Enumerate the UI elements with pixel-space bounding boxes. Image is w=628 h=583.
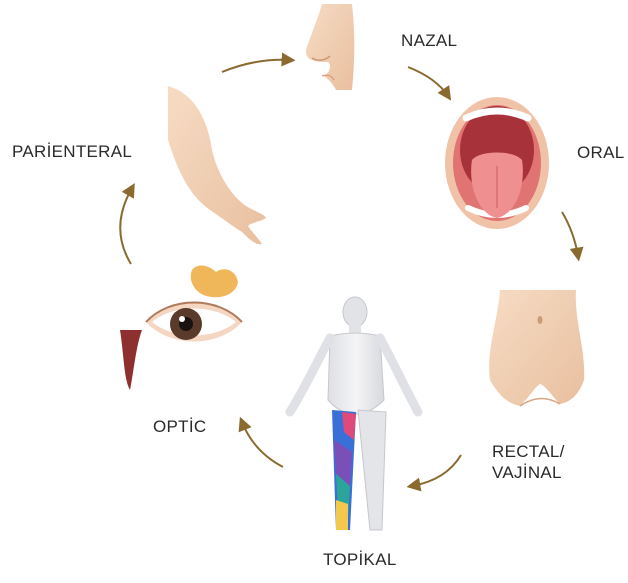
label-rectal-line2: VAJİNAL [492, 462, 565, 483]
label-parienteral: PARİENTERAL [12, 141, 132, 162]
label-rectal-line1: RECTAL/ [492, 441, 565, 462]
label-nazal: NAZAL [401, 30, 457, 51]
arrow-oral-to-rectal [562, 212, 578, 256]
arrow-parienteral-to-nazal [222, 60, 290, 72]
label-rectal-vajinal: RECTAL/ VAJİNAL [492, 441, 565, 483]
label-topikal: TOPİKAL [323, 549, 397, 570]
human-body-skin-icon [290, 297, 418, 530]
lower-torso-icon [489, 290, 584, 406]
arrow-rectal-to-topikal [412, 455, 461, 486]
eye-icon [120, 266, 242, 390]
label-optic: OPTİC [153, 416, 206, 437]
arrow-optic-to-parienteral [120, 188, 132, 264]
nose-icon [306, 4, 354, 90]
open-mouth-icon [445, 97, 549, 229]
arm-icon [168, 86, 266, 244]
arrow-topikal-to-optic [242, 422, 283, 467]
arrow-nazal-to-oral [408, 67, 448, 96]
label-oral: ORAL [577, 142, 625, 163]
